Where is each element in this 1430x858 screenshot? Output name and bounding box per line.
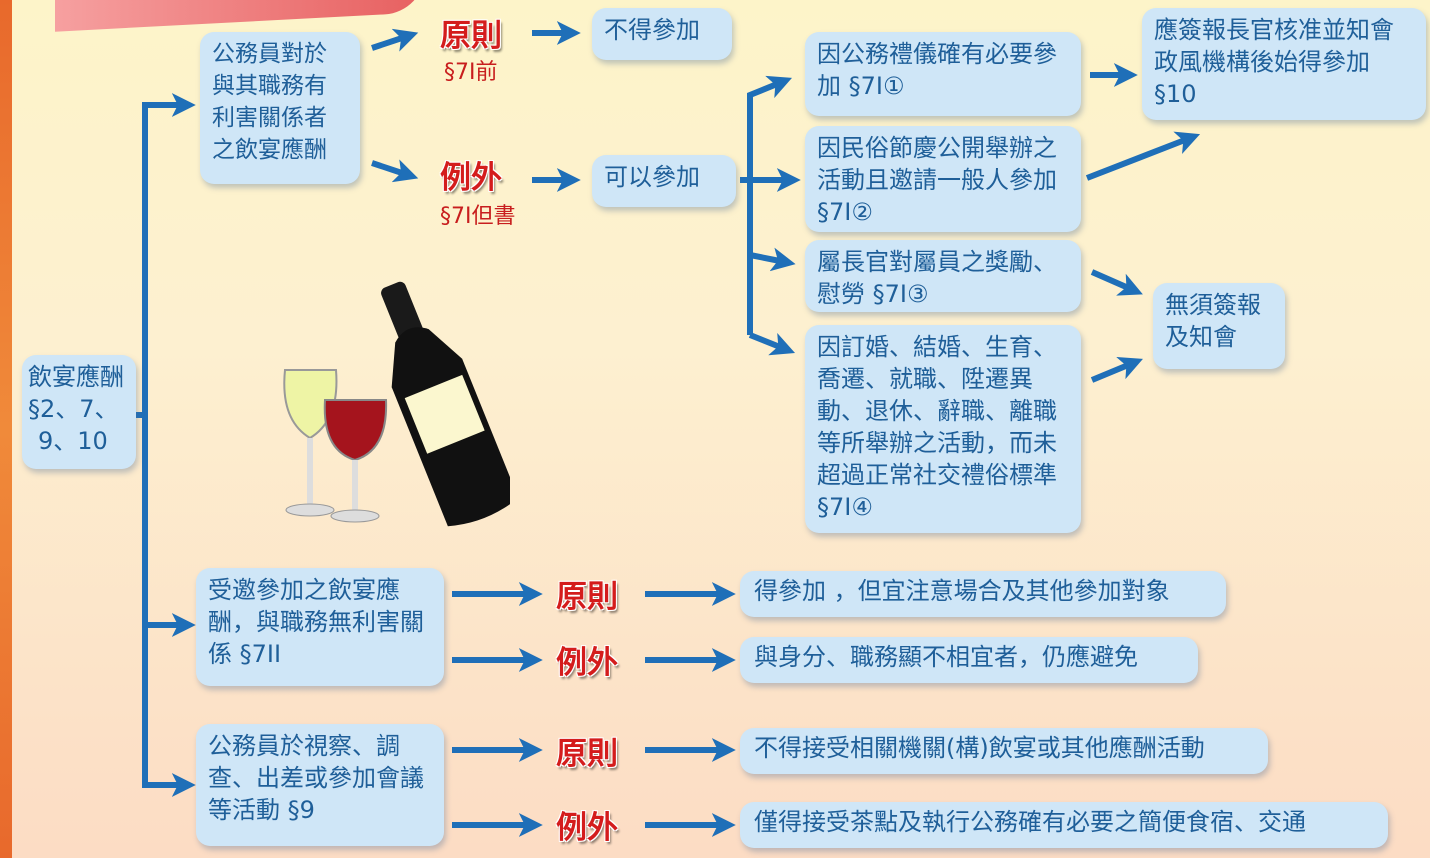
case-3: 屬長官對屬員之獎勵、慰勞 §7I③ [805,240,1081,312]
root-refs-2: 9、10 [38,427,108,455]
branch1-principle-tag: 原則 [440,18,502,54]
left-accent-bar [0,0,12,858]
root-node: 飲宴應酬 §2、7、 9、10 [22,355,136,469]
branch1-exception-ref: §7I但書 [440,204,516,229]
root-refs: §2、7、 [28,395,119,423]
branch1-exception-tag: 例外 [440,160,502,196]
branch2-principle-tag: 原則 [556,579,618,615]
wine-illustration-icon [283,281,510,527]
no-report-node: 無須簽報及知會 [1153,283,1285,369]
branch2-exception-tag: 例外 [556,645,618,681]
branch1-exception-result: 可以參加 [592,155,736,207]
branch3-principle-tag: 原則 [556,736,618,772]
branch3-node: 公務員於視察、調查、出差或參加會議等活動 §9 [196,724,444,846]
case-2: 因民俗節慶公開舉辦之活動且邀請一般人參加 §7I② [805,126,1081,232]
branch2-exception-result: 與身分、職務顯不相宜者，仍應避免 [740,637,1198,683]
branch3-exception-result: 僅得接受茶點及執行公務確有必要之簡便食宿、交通 [740,802,1388,848]
branch1-node: 公務員對於與其職務有利害關係者之飲宴應酬 [200,32,360,184]
branch3-principle-result: 不得接受相關機關(構)飲宴或其他應酬活動 [740,728,1268,774]
case-1: 因公務禮儀確有必要參加 §7I① [805,32,1081,116]
branch1-principle-ref: §7I前 [444,60,498,85]
case-4: 因訂婚、結婚、生育、喬遷、就職、陞遷異動、退休、辭職、離職等所舉辦之活動，而未超… [805,325,1081,533]
report-required-node: 應簽報長官核准並知會政風機構後始得參加 §10 [1142,8,1426,120]
branch1-principle-result: 不得參加 [592,8,732,60]
branch3-exception-tag: 例外 [556,810,618,846]
root-title: 飲宴應酬 [28,363,124,391]
branch2-principle-result: 得參加 ，但宜注意場合及其他參加對象 [740,571,1226,617]
branch2-node: 受邀參加之飲宴應酬，與職務無利害關係 §7II [196,568,444,686]
